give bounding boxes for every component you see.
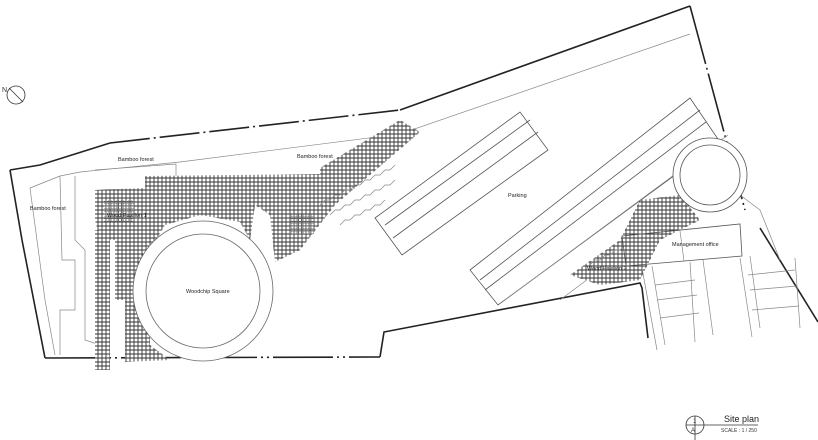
bamboo-forest-left-label: Bamboo forest xyxy=(30,206,66,212)
woodchip-square: Woodchip Square xyxy=(132,220,274,362)
title-block: 1 A Site plan SCALE : 1 / 250 xyxy=(685,414,759,440)
drawing-title: Site plan xyxy=(724,414,759,424)
parking-label: Parking xyxy=(508,193,527,199)
section-marker-number: 1 xyxy=(693,419,697,425)
woodchip-square-label: Woodchip Square xyxy=(186,289,230,295)
section-marker-sheet: A xyxy=(691,428,695,434)
bamboo-forest-right-label: Bamboo forest xyxy=(297,154,333,160)
hatched-paving xyxy=(95,120,700,370)
wood-pavilion-2-label: Wood Pavilion 2 xyxy=(587,266,627,272)
drawing-scale: SCALE : 1 / 250 xyxy=(721,428,757,434)
management-office: Management office xyxy=(621,137,801,351)
north-arrow: N xyxy=(2,85,26,105)
bamboo-forest-top-label: Bamboo forest xyxy=(118,157,154,163)
north-letter: N xyxy=(2,87,7,94)
management-office-label: Management office xyxy=(672,242,719,248)
terraced-stairs xyxy=(319,164,626,266)
wood-pavilion-1-label: Wood Pavilion 1 xyxy=(107,213,147,219)
